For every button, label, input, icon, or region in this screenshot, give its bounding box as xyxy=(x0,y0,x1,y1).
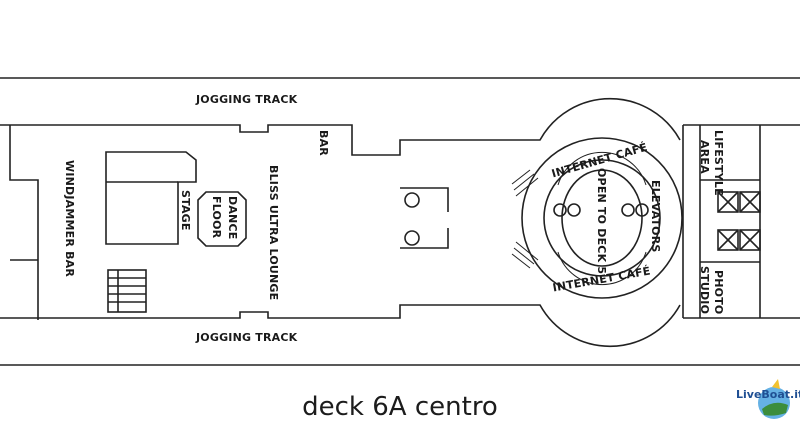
elevator-bank xyxy=(717,191,761,251)
rotunda-outer xyxy=(520,98,681,141)
inner-wall-top xyxy=(0,124,520,156)
label-dance-floor-1: DANCE xyxy=(226,196,239,240)
label-elevators: ELEVATORS xyxy=(649,180,662,253)
stage-block xyxy=(105,151,197,245)
label-dance-floor-2: FLOOR xyxy=(210,196,223,239)
label-jogging-track-bottom: JOGGING TRACK xyxy=(196,331,298,344)
logo-text: LiveBoat.it xyxy=(736,388,800,401)
label-bar: BAR xyxy=(317,130,330,156)
label-open-to-deck: OPEN TO DECK 5 xyxy=(595,168,608,275)
stairs-left xyxy=(107,269,147,313)
atrium-opening xyxy=(561,169,643,267)
pillar xyxy=(404,230,420,246)
label-windjammer-bar: WINDJAMMER BAR xyxy=(63,160,76,278)
liveboat-logo-icon xyxy=(758,379,790,419)
label-bliss-ultra-lounge: BLISS ULTRA LOUNGE xyxy=(267,165,280,301)
label-jogging-track-top: JOGGING TRACK xyxy=(196,93,298,106)
label-photo-studio-1: PHOTO xyxy=(712,270,725,315)
windjammer-wall xyxy=(9,125,39,320)
inner-wall-bottom xyxy=(0,304,520,319)
dance-floor xyxy=(197,191,247,247)
rotunda-ring xyxy=(521,137,683,299)
label-photo-studio-2: STUDIO xyxy=(698,266,711,315)
deck-caption: deck 6A centro xyxy=(302,392,498,422)
pillar xyxy=(404,192,420,208)
label-lifestyle-area-1: LIFESTYLE xyxy=(712,130,725,196)
label-stage: STAGE xyxy=(179,190,192,231)
label-lifestyle-area-2: AREA xyxy=(698,140,711,174)
